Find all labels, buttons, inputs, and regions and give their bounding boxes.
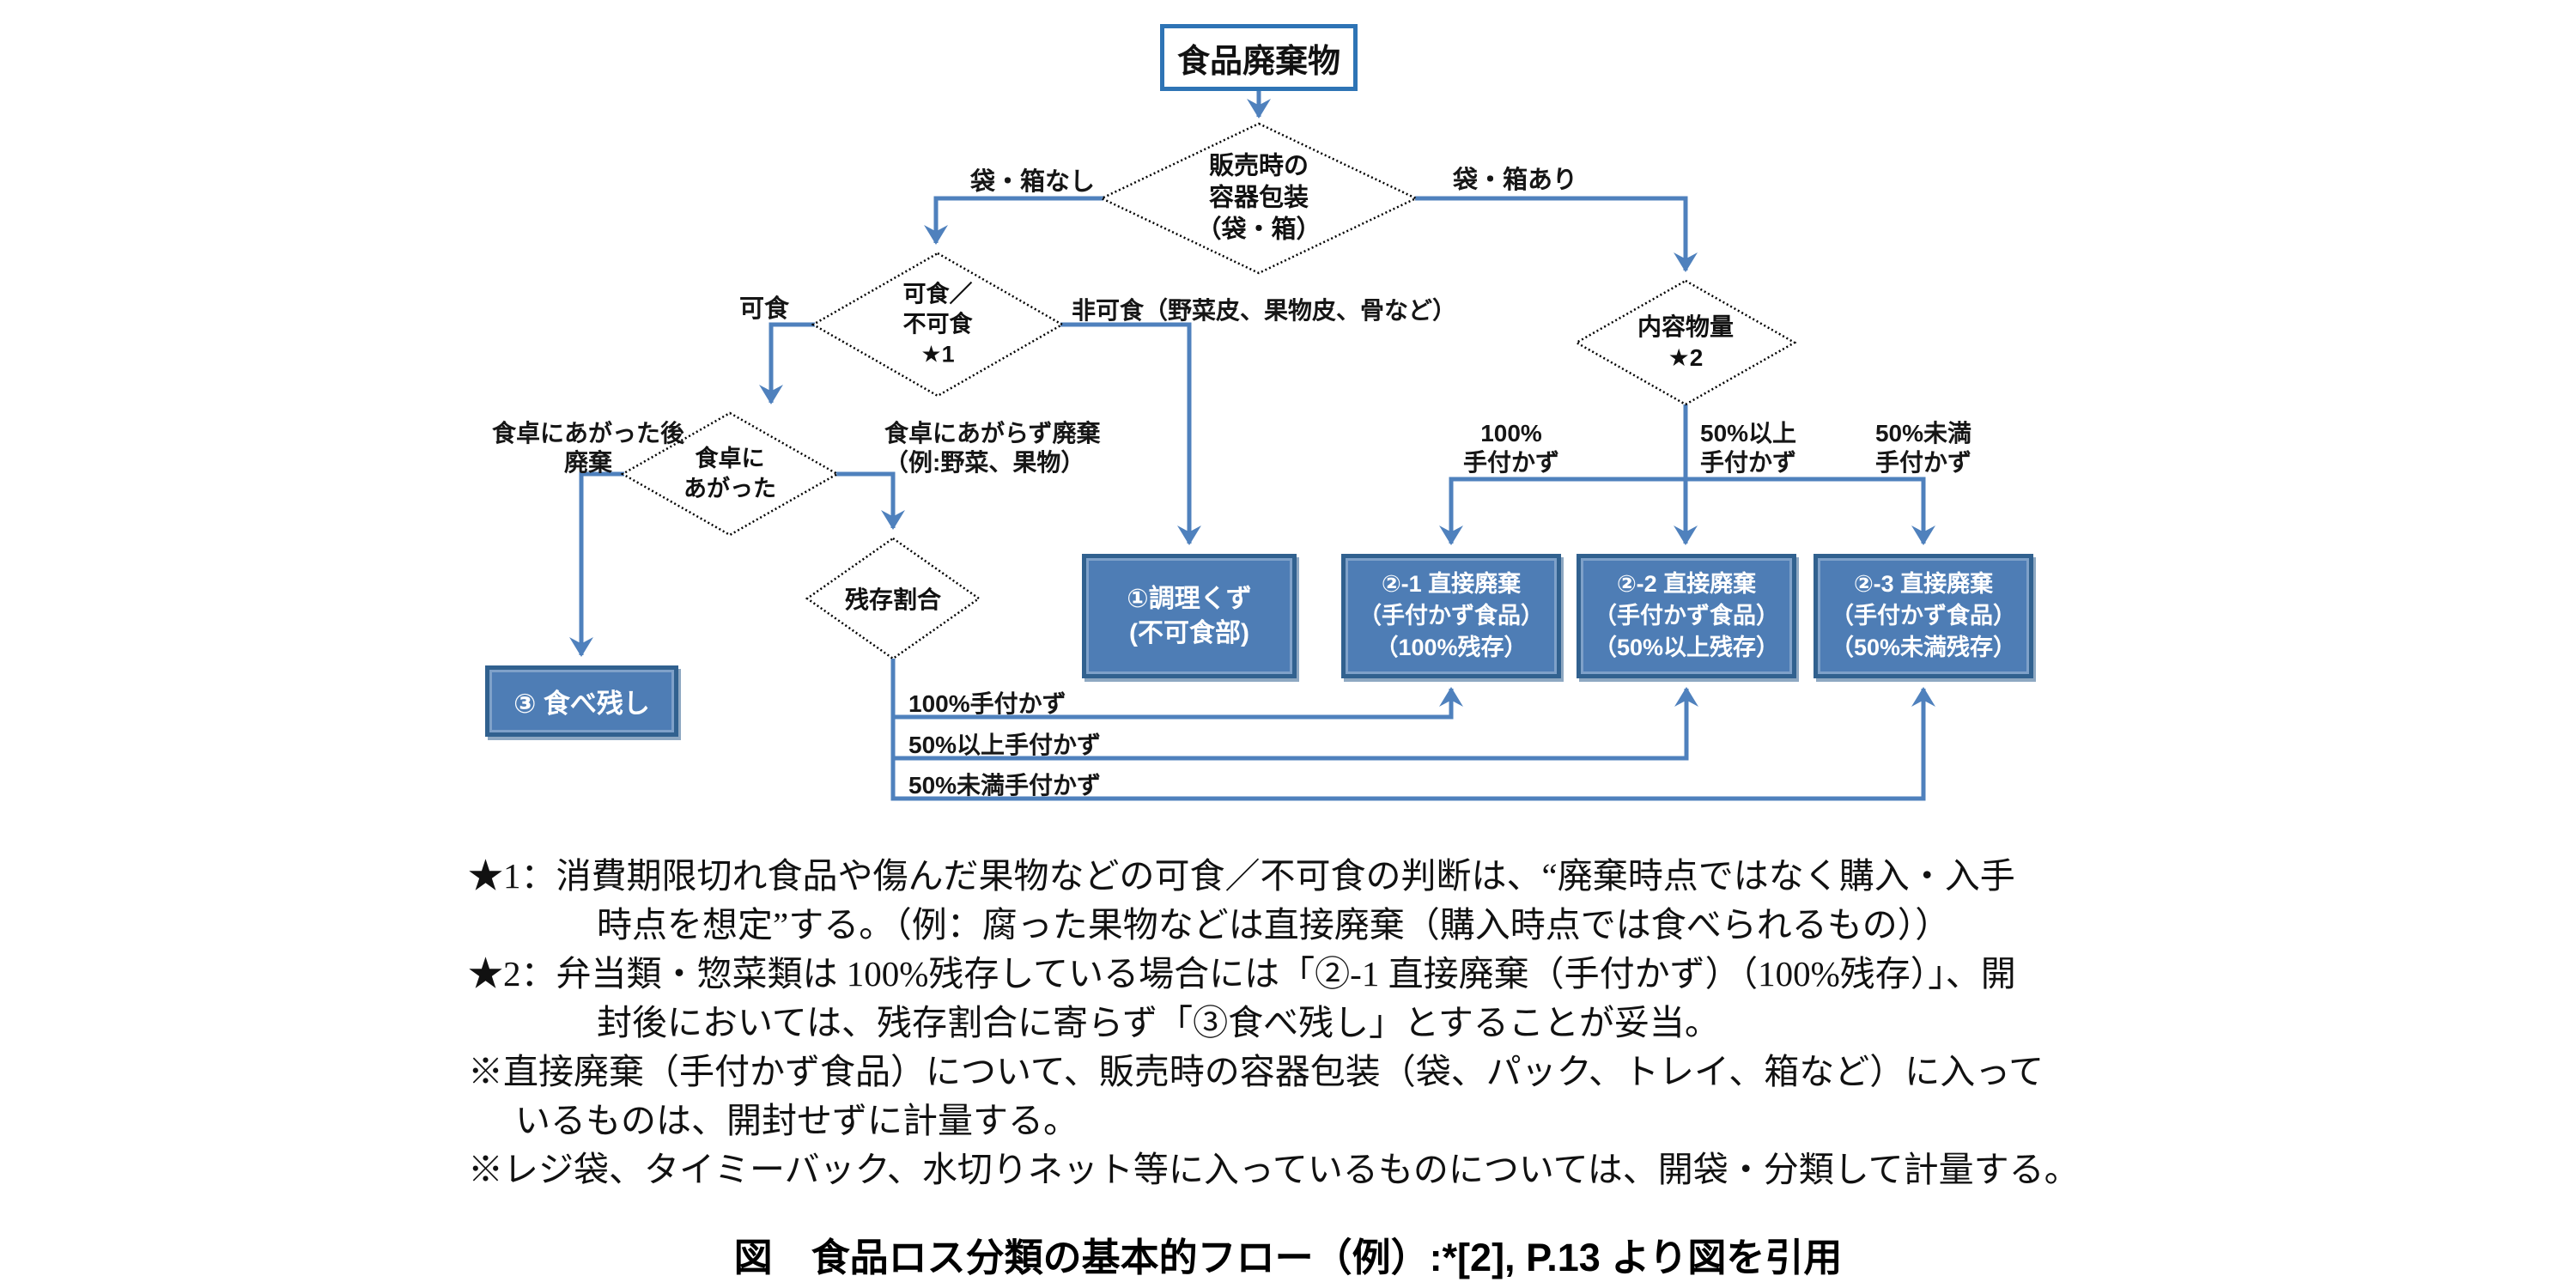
footnote-star1-line1: ★1：消費期限切れ食品や傷んだ果物などの可食／不可食の判断は、“廃棄時点ではなく…	[468, 856, 2015, 896]
edge-edible	[759, 322, 815, 405]
edge-ratio-50under	[890, 686, 1935, 801]
branch-label-edible: 可食	[738, 295, 789, 323]
start-node-food-waste: 食品廃棄物	[1160, 24, 1358, 91]
decision-packaging-label: 販売時の 容器包装 （袋・箱）	[1196, 152, 1321, 244]
result-box-direct-disposal-2: ②-2 直接廃棄 （手付かず食品） （50%以上残存）	[1577, 554, 1796, 678]
footnote-star2-line2: 封後においては、残存割合に寄らず「③食べ残し」とすることが妥当。	[597, 1003, 1720, 1042]
ratio-line-label-50under: 50%未満手付かず	[908, 772, 1102, 799]
edge-ratio-50over	[890, 686, 1698, 761]
start-node-label: 食品廃棄物	[1176, 43, 1340, 80]
result-box-direct-disposal-1: ②-1 直接廃棄 （手付かず食品） （100%残存）	[1341, 554, 1561, 678]
edge-ratio-100	[890, 659, 1463, 720]
decision-edibility-label: 可食／ 不可食 ★1	[902, 281, 973, 368]
diamond-remaining-ratio	[805, 537, 981, 660]
decision-served-label: 食卓に あがった	[683, 446, 776, 501]
ratio-line-label-100: 100%手付かず	[908, 690, 1066, 717]
branch-label-50over-untouched: 50%以上 手付かず	[1700, 420, 1797, 476]
footnote-kome1-line1: ※直接廃棄（手付かず食品）について、販売時の容器包装（袋、パック、トレイ、箱など…	[468, 1052, 2044, 1091]
footnote-star1-line2: 時点を想定”する。（例：腐った果物などは直接廃棄（購入時点では食べられるもの））	[597, 905, 1951, 945]
ratio-line-label-50over: 50%以上手付かず	[908, 732, 1102, 758]
branch-label-not-served: 食卓にあがらず廃棄 （例:野菜、果物）	[884, 420, 1101, 476]
edge-amount-50under	[1686, 477, 1935, 546]
edge-packaging-no-bag	[924, 196, 1103, 246]
diamond-served	[620, 411, 840, 537]
edge-not-served	[835, 471, 905, 531]
branch-label-100-untouched: 100% 手付かず	[1462, 420, 1559, 476]
footnote-kome1-line2: いるものは、開封せずに計量する。	[515, 1101, 1078, 1140]
branch-label-50under-untouched: 50%未満 手付かず	[1874, 420, 1972, 476]
branch-label-with-bag: 袋・箱あり	[1453, 167, 1578, 194]
figure-caption: 図 食品ロス分類の基本的フロー（例）:*[2], P.13 より図を引用	[733, 1236, 1843, 1279]
decision-contents-amount-label: 内容物量 ★2	[1637, 313, 1735, 371]
decision-remaining-ratio-label: 残存割合	[844, 586, 942, 613]
result-box-leftovers: ③ 食べ残し	[485, 665, 678, 737]
edge-inedible	[1060, 322, 1201, 546]
result-box-cooking-scraps: ①調理くず (不可食部)	[1082, 554, 1297, 678]
branch-label-inedible: 非可食（野菜皮、果物皮、骨など）	[1072, 297, 1457, 324]
footnote-star2-line1: ★2：弁当類・惣菜類は 100%残存している場合には「②-1 直接廃棄（手付かず…	[468, 954, 2016, 993]
diamond-packaging	[1099, 122, 1419, 275]
diamond-contents-amount	[1574, 279, 1797, 406]
footnotes: ★1：消費期限切れ食品や傷んだ果物などの可食／不可食の判断は、“廃棄時点ではなく…	[468, 852, 2271, 1194]
edge-served-discard	[569, 471, 624, 658]
result-box-direct-disposal-3: ②-3 直接廃棄 （手付かず食品） （50%未満残存）	[1814, 554, 2033, 678]
branch-label-served-discard: 食卓にあがった後 廃棄	[491, 420, 684, 476]
diamond-edibility	[811, 252, 1065, 398]
edge-packaging-with-bag	[1415, 196, 1698, 273]
branch-label-no-bag: 袋・箱なし	[969, 168, 1095, 196]
edge-amount-100	[1439, 477, 1686, 546]
footnote-kome2: ※レジ袋、タイミーバック、水切りネット等に入っているものについては、開袋・分類し…	[468, 1150, 2080, 1189]
